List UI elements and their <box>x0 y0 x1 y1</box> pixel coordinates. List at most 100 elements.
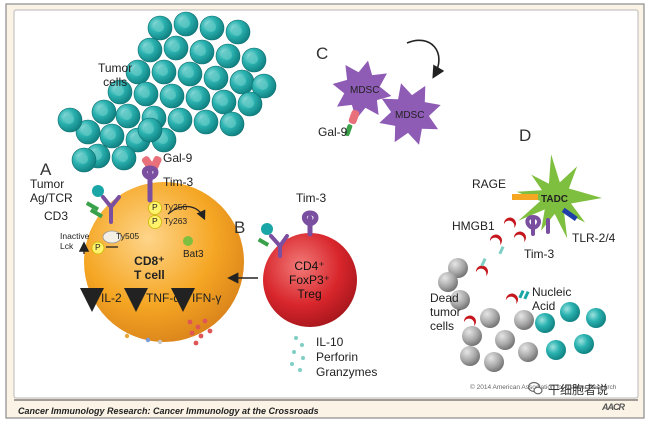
dead-tumor-cell <box>480 308 500 328</box>
tumor-cell-nucleus <box>132 66 142 76</box>
journal-footer: Cancer Immunology Research: Cancer Immun… <box>18 406 319 416</box>
tumor-cell-nucleus <box>154 22 164 32</box>
cd3-label: CD3 <box>44 209 69 223</box>
cd3-complex <box>85 201 100 212</box>
tumor-cell-nucleus <box>144 44 154 54</box>
hmgb1-crescent <box>513 231 526 242</box>
gal9-label-c: Gal-9 <box>318 125 348 139</box>
tumor-cell-nucleus <box>106 130 116 140</box>
tumor-cell-nucleus <box>98 106 108 116</box>
phospho-y263-marker <box>148 215 162 229</box>
treg-cell <box>263 233 357 327</box>
tumor-cell-nucleus <box>200 116 210 126</box>
dead-tumor-cells-label: Dead tumor cells <box>430 291 461 333</box>
tim3-label-b: Tim-3 <box>296 191 327 205</box>
tumor-cell-d <box>546 340 566 360</box>
copyright-notice: © 2014 American Association for Cancer R… <box>470 384 617 391</box>
dead-tumor-cell <box>462 326 482 346</box>
mdsc-2-label: MDSC <box>395 110 425 121</box>
tumor-cell-nucleus <box>192 92 202 102</box>
mdsc-cycle-arrow <box>406 39 445 79</box>
tumor-cell-nucleus <box>226 118 236 128</box>
tim3-label-d: Tim-3 <box>524 247 555 261</box>
treg-antigen <box>261 223 273 235</box>
mdsc-1-label: MDSC <box>350 85 380 96</box>
nucleic-acid-label: Nucleic Acid <box>532 285 572 313</box>
treg-cd3 <box>257 237 270 247</box>
tumor-cell-nucleus <box>218 96 228 106</box>
mdsc-cell-2 <box>379 83 441 145</box>
hmgb1-molecules <box>463 217 526 326</box>
granzymes-label: Granzymes <box>316 365 378 379</box>
bat3-release-arrow <box>167 205 206 221</box>
tumor-cell-nucleus <box>210 72 220 82</box>
tadc-cell <box>516 154 602 239</box>
tumor-cell-nucleus <box>144 124 154 134</box>
lck-kinase <box>102 230 122 244</box>
dead-tumor-cell <box>450 290 470 310</box>
tumor-cell-d <box>586 308 606 328</box>
tumor-cell-nucleus <box>232 26 242 36</box>
gal9-receptor-c <box>344 124 353 137</box>
tumor-cell-d <box>560 302 580 322</box>
tumor-cell-d <box>574 334 594 354</box>
tumor-ag-tcr-label: Tumor Ag/TCR <box>30 177 73 205</box>
aacr-logo: AACR <box>602 402 625 412</box>
tumor-cell-nucleus <box>82 126 92 136</box>
tumor-cell-nucleus <box>244 98 254 108</box>
tumor-cell-nucleus <box>248 54 258 64</box>
rage-label: RAGE <box>472 177 507 191</box>
rage-receptor <box>512 194 538 200</box>
bat3-protein <box>183 236 193 246</box>
tumor-cell-nucleus <box>122 110 132 120</box>
p-y256-label: P <box>152 202 158 212</box>
hmgb1-crescent <box>475 265 488 276</box>
tumor-cell-nucleus <box>180 18 190 28</box>
tim3-receptor-d <box>525 214 541 236</box>
hmgb1-crescent <box>503 217 516 228</box>
cd3-complex-2 <box>89 208 104 219</box>
panel-label-d: D <box>519 126 532 145</box>
panel-label-c: C <box>316 44 329 63</box>
tcr-receptor <box>101 195 121 224</box>
cd8-t-cell-label: CD8⁺ T cell <box>134 254 165 282</box>
tumor-cell-nucleus <box>132 134 142 144</box>
tnf-alpha-label: TNF-α <box>146 291 181 305</box>
treg-label: CD4⁺ FoxP3⁺ Treg <box>289 259 331 301</box>
tim3-receptor-a <box>141 165 159 203</box>
treg-tcr <box>269 234 289 258</box>
tim3-label-a: Tim-3 <box>163 175 194 189</box>
tim3-receptor-b <box>301 210 319 237</box>
gal9-label-a: Gal-9 <box>163 151 193 165</box>
tlr-receptor <box>561 207 578 222</box>
tumor-cell-nucleus <box>64 114 74 124</box>
dead-tumor-cell <box>518 342 538 362</box>
perforin-label: Perforin <box>316 350 359 364</box>
dead-tumor-cell <box>495 330 515 350</box>
tadc-label: TADC <box>541 194 569 205</box>
tumor-cell-nucleus <box>236 76 246 86</box>
hmgb1-label: HMGB1 <box>452 219 495 233</box>
dead-tumor-cell <box>448 258 468 278</box>
tumor-cell-cluster <box>57 11 277 173</box>
y263-label: Ty263 <box>164 216 188 226</box>
panel-label-a: A <box>40 160 52 179</box>
tumor-cell-nucleus <box>170 42 180 52</box>
ifn-gamma-label: IFN-γ <box>192 291 222 305</box>
tumor-cells-label: Tumor cells <box>98 61 133 89</box>
inactive-lck-label: Inactive Lck <box>60 231 90 251</box>
il2-label: IL-2 <box>101 291 122 305</box>
nucleic-acid-marker-2 <box>523 290 530 300</box>
mdsc-cell-1 <box>332 60 392 120</box>
dead-tumor-cells <box>438 258 538 372</box>
wechat-icon <box>528 381 543 395</box>
tumor-cell-nucleus <box>174 114 184 124</box>
nucleic-acid-marker <box>518 289 525 299</box>
y505-label: Ty505 <box>116 231 140 241</box>
dead-tumor-cell <box>484 352 504 372</box>
dead-tumor-cell <box>460 346 480 366</box>
tumor-cell-nucleus <box>196 46 206 56</box>
tlr-label: TLR-2/4 <box>572 231 616 245</box>
